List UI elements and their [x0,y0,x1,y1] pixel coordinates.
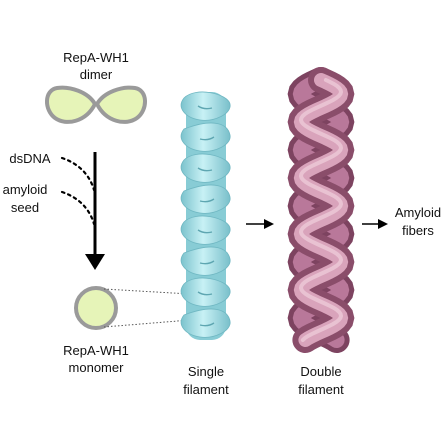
double-filament-strand-sheen [298,78,344,342]
down-arrow [85,152,105,270]
single-filament-groove [199,322,215,327]
dimer-label-line1: RepA-WH1 [63,50,129,65]
monomer-label-line2: monomer [69,360,125,375]
dimer-shape [45,85,147,124]
dsdna-label: dsDNA [9,151,51,166]
right-arrow-1 [246,219,274,229]
single-filament-subunit [180,246,231,276]
single-filament-label-line1: Single [188,364,224,379]
amyloid-fibers-label-line2: fibers [402,223,434,238]
double-filament [287,67,355,353]
amyloid-seed-label-line1: amyloid [3,182,48,197]
single-filament-groove [199,136,215,141]
amyloid-fibers-label-line1: Amyloid [395,205,441,220]
monomer-shape [74,286,118,330]
single-filament-subunit [180,215,231,245]
single-filament-subunit [180,91,231,121]
single-filament-subunit [180,277,231,307]
zoom-line-top [103,288,191,295]
dimer-label-line2: dimer [80,67,113,82]
amyloid-seed-label-line2: seed [11,200,39,215]
single-filament-groove [199,260,215,265]
single-filament-subunit [180,184,231,214]
single-filament-subunit [180,153,231,183]
single-filament-label-line2: filament [183,382,229,397]
single-filament-subunit [180,308,231,338]
double-filament-label-line1: Double [300,364,341,379]
single-filament-groove [199,198,215,203]
monomer-label-line1: RepA-WH1 [63,343,129,358]
single-filament-groove [197,105,213,110]
amyloid-seed-dotted-curve [60,190,96,226]
zoom-line-bottom [103,319,191,328]
dsdna-dotted-curve [60,156,96,192]
single-filament-groove [197,229,213,234]
right-arrow-2 [362,219,388,229]
single-filament-groove [197,167,213,172]
single-filament [180,91,231,340]
single-filament-subunit [180,122,231,152]
single-filament-groove [197,291,213,296]
double-filament-label-line2: filament [298,382,344,397]
